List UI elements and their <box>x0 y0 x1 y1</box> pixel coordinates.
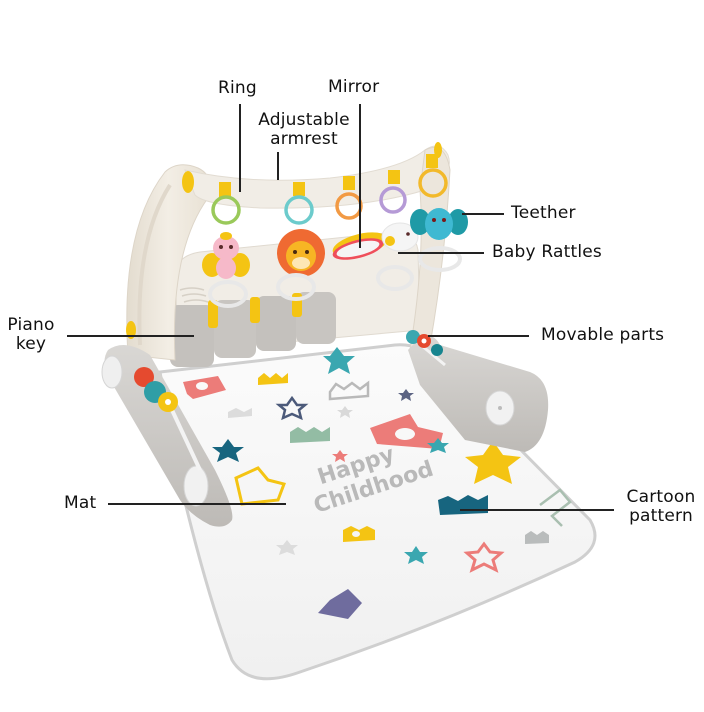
star-gray-light <box>276 540 298 555</box>
star-teal-bottom <box>404 546 428 564</box>
left-rail-wheel-front <box>183 465 209 507</box>
label-piano-key: Piano key <box>0 316 62 354</box>
star-teal <box>323 347 355 374</box>
piano-key <box>296 292 336 344</box>
mirror-toy <box>332 232 388 260</box>
star-navy-small <box>398 389 414 401</box>
piano-key <box>214 300 256 358</box>
label-adjustable-armrest: Adjustable armrest <box>246 111 362 149</box>
bee-rattle-ring <box>208 280 248 308</box>
right-beads <box>406 330 446 367</box>
piano-key <box>256 296 296 351</box>
label-ring: Ring <box>218 78 257 98</box>
ring-orange <box>335 192 363 220</box>
lion-toy <box>277 229 325 277</box>
leader-line-mat <box>108 503 286 505</box>
star-outline-navy <box>275 395 309 421</box>
label-armrest-line2: armrest <box>270 129 338 149</box>
zigzag-outline-sage <box>539 488 572 527</box>
arch-top-bar <box>184 145 450 209</box>
leader-line-baby-rattles <box>398 252 484 254</box>
arch-knob <box>182 171 194 193</box>
leader-line-piano-key <box>67 335 194 337</box>
leader-line-cartoon-pattern <box>460 509 614 511</box>
label-movable-parts: Movable parts <box>541 325 665 345</box>
lion-rattle-ring <box>276 273 316 301</box>
arch-knob <box>126 321 136 339</box>
ring-cyan <box>284 195 314 225</box>
bead-red <box>134 367 154 387</box>
ring-green <box>211 195 241 225</box>
label-piano-key-line2: key <box>15 334 47 354</box>
crown-outline-gray <box>328 380 370 401</box>
label-baby-rattles: Baby Rattles <box>492 242 602 262</box>
crown-gray-faint <box>228 408 252 418</box>
elephant-rattle-ring <box>418 246 462 272</box>
arch-left-leg <box>126 164 211 361</box>
toy-strap <box>219 182 231 198</box>
label-mirror: Mirror <box>328 77 380 97</box>
label-piano-key-line1: Piano <box>7 315 55 335</box>
label-armrest-line1: Adjustable <box>258 110 350 130</box>
star-coral-small <box>332 450 348 462</box>
piano-key-divider <box>292 293 302 317</box>
left-rail-wheel-back <box>101 355 123 389</box>
left-beads <box>134 367 202 471</box>
toy-strap <box>293 182 305 196</box>
leader-line-mirror <box>359 104 361 248</box>
ring-yellow <box>418 168 448 198</box>
leader-line-ring <box>239 104 241 192</box>
label-cartoon-line2: pattern <box>629 506 693 526</box>
star-navy-teal <box>212 439 244 462</box>
leader-line-movable-parts <box>428 335 529 337</box>
horse-rattle-ring <box>376 265 414 291</box>
speaker-grille <box>179 287 209 303</box>
arch-left-leg-groove <box>137 183 172 346</box>
toy-strap <box>388 170 400 184</box>
star-outline-coral <box>463 541 505 573</box>
crown-sage <box>290 427 330 443</box>
label-teether: Teether <box>511 203 576 223</box>
toy-strap <box>426 154 438 168</box>
crown-coral-large <box>370 414 443 449</box>
crown-yellow <box>258 373 288 385</box>
toy-strap <box>343 176 355 190</box>
crown-purple <box>318 589 362 619</box>
crown-coral <box>183 376 226 399</box>
bead-teal <box>431 344 443 356</box>
label-cartoon-pattern: Cartoon pattern <box>618 488 704 526</box>
star-teal-small <box>427 438 449 453</box>
elephant-toy <box>410 208 468 240</box>
star-gray-faint <box>337 406 353 418</box>
crown-gray-small <box>525 531 549 544</box>
ring-purple <box>379 186 407 214</box>
crown-yellow-small <box>343 526 375 542</box>
star-yellow-large <box>465 441 521 484</box>
bead-teal <box>406 330 420 344</box>
bee-toy <box>202 232 250 279</box>
label-cartoon-line1: Cartoon <box>626 487 696 507</box>
label-mat: Mat <box>64 493 97 513</box>
hanging-toys <box>202 154 468 308</box>
piano-key-divider <box>208 300 218 328</box>
leader-line-armrest <box>277 152 279 180</box>
horse-rattle-toy <box>381 222 419 252</box>
piano-key-divider <box>250 297 260 323</box>
leader-line-teether <box>462 213 504 215</box>
